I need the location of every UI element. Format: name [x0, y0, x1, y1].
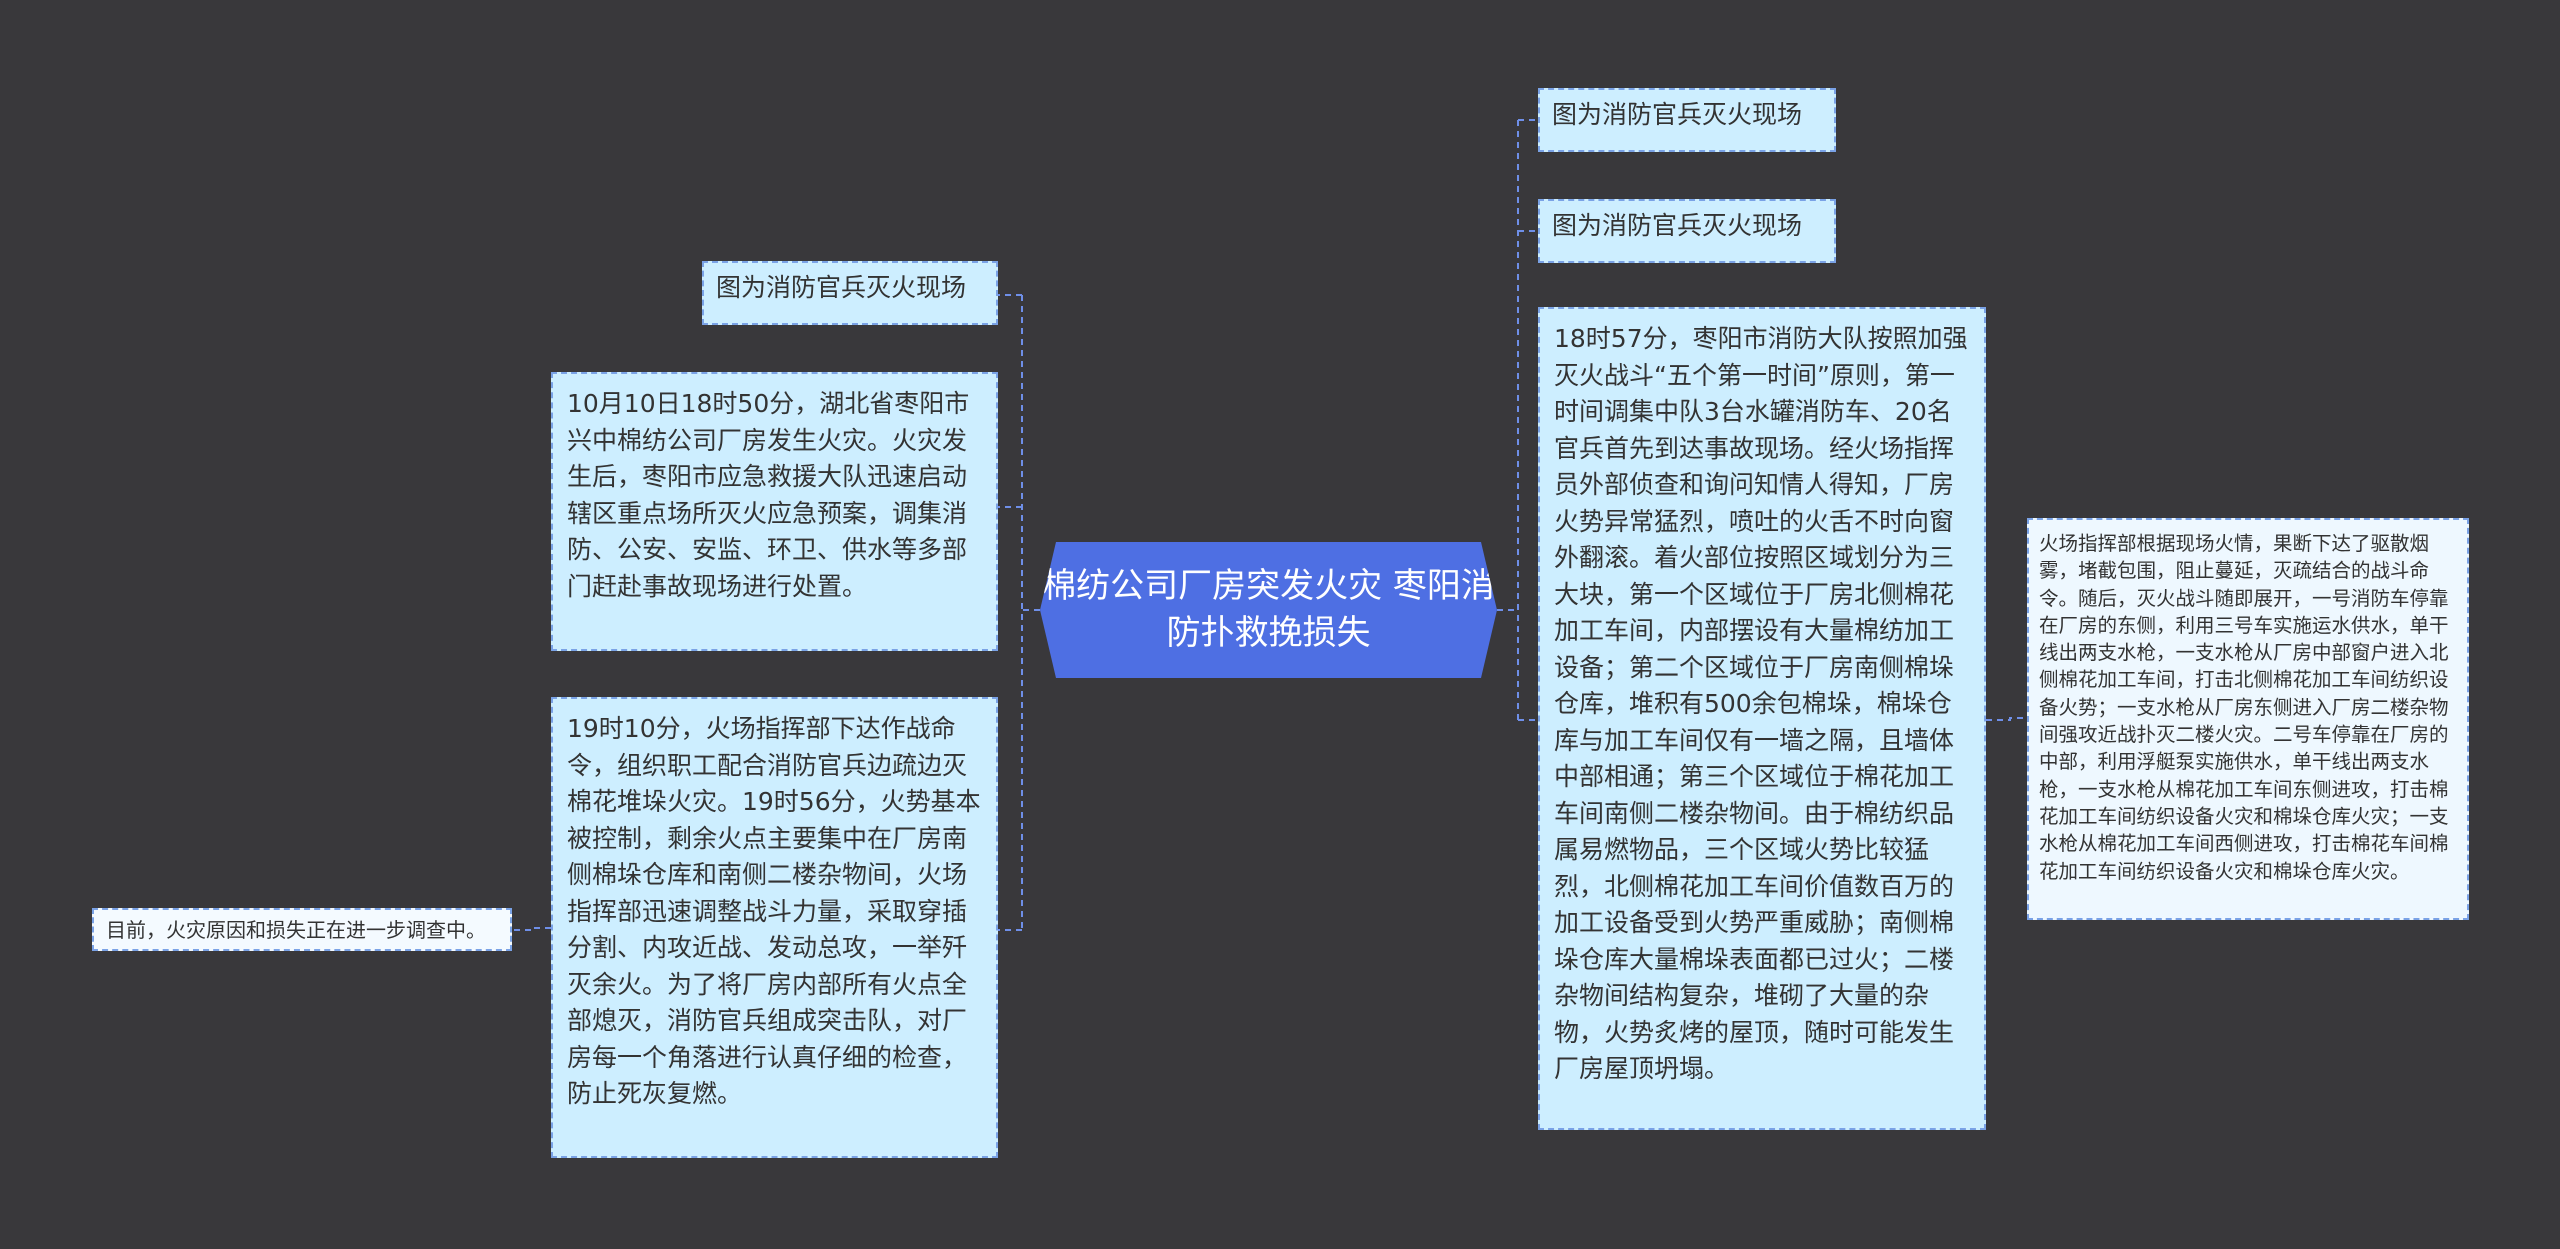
center-topic-label: 棉纺公司厂房突发火灾 枣阳消防扑救挽损失 — [1042, 566, 1495, 653]
right-child-battle-orders[interactable]: 火场指挥部根据现场火情，果断下达了驱散烟雾，堵截包围，阻止蔓延，灭疏结合的战斗命… — [2027, 518, 2469, 920]
right-node-photo-caption-1[interactable]: 图为消防官兵灭火现场 — [1538, 88, 1836, 152]
connector-right-trunk — [1497, 120, 1519, 720]
right-node-fire-response[interactable]: 18时57分，枣阳市消防大队按照加强灭火战斗“五个第一时间”原则，第一时间调集中… — [1538, 307, 1986, 1130]
center-topic[interactable]: 棉纺公司厂房突发火灾 枣阳消防扑救挽损失 — [1040, 542, 1497, 678]
right-node-photo-caption-2[interactable]: 图为消防官兵灭火现场 — [1538, 199, 1836, 263]
left-node-photo-caption[interactable]: 图为消防官兵灭火现场 — [702, 261, 998, 325]
connector-right-child — [1986, 717, 2027, 721]
left-child-investigation[interactable]: 目前，火灾原因和损失正在进一步调查中。 — [92, 908, 512, 951]
left-node-fire-outbreak[interactable]: 10月10日18时50分，湖北省枣阳市兴中棉纺公司厂房发生火灾。火灾发生后，枣阳… — [551, 372, 998, 651]
left-node-fire-suppression[interactable]: 19时10分，火场指挥部下达作战命令，组织职工配合消防官兵边疏边灭棉花堆垛火灾。… — [551, 697, 998, 1158]
connector-left-child — [512, 927, 551, 931]
connector-left-trunk — [1021, 295, 1040, 930]
